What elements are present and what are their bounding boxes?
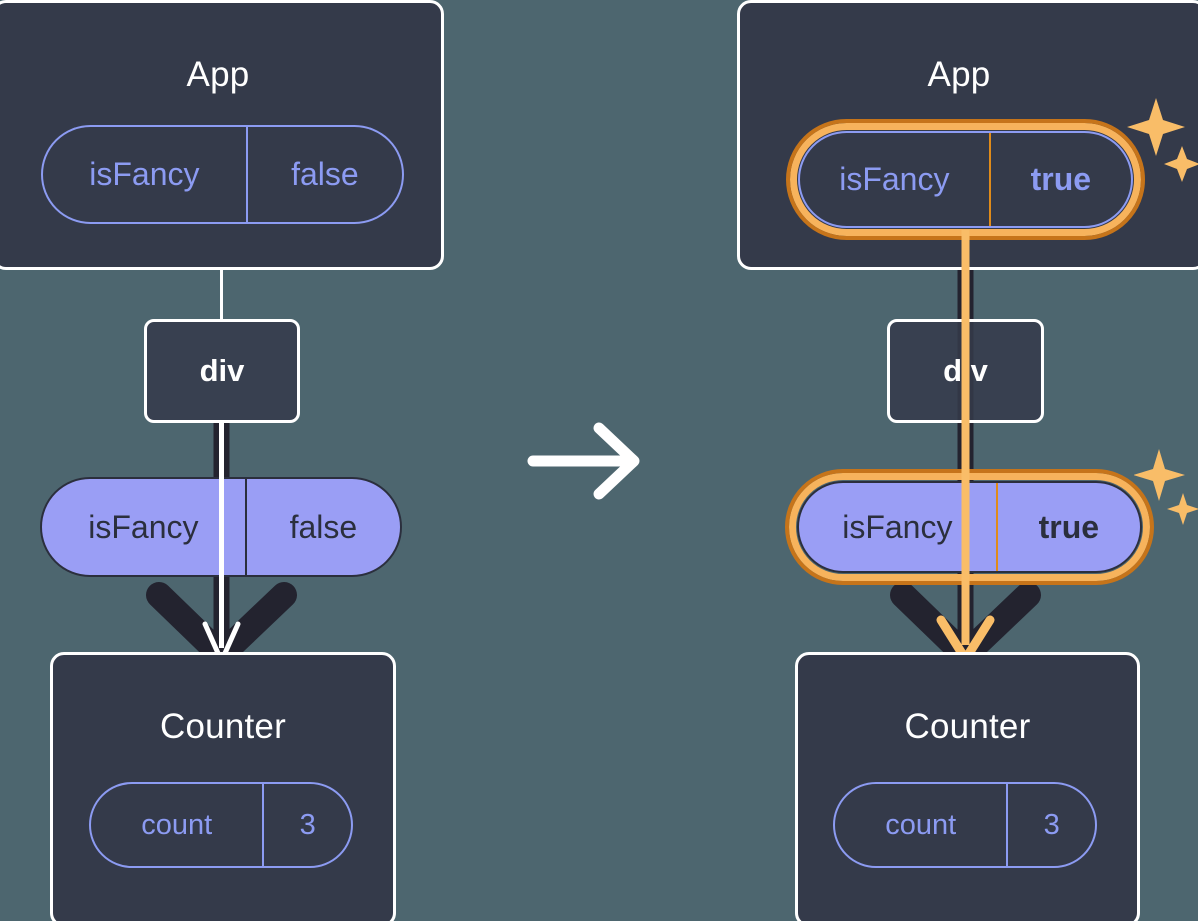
app-state-value-after: true: [988, 133, 1131, 226]
counter-state-key-after: count: [885, 808, 957, 841]
prop-key-before: isFancy: [88, 508, 199, 545]
prop-value-after: true: [995, 483, 1140, 571]
app-title-after: App: [927, 55, 991, 94]
counter-state-pill-before: count 3: [89, 782, 353, 868]
counter-state-value-before: 3: [262, 784, 351, 866]
prop-key-after: isFancy: [842, 508, 953, 545]
app-title-before: App: [186, 55, 250, 94]
app-state-key-after: isFancy: [839, 161, 950, 197]
counter-title-after: Counter: [904, 707, 1031, 746]
app-state-pill-before: isFancy false: [41, 125, 404, 224]
counter-state-value-after: 3: [1006, 784, 1095, 866]
counter-title-before: Counter: [160, 707, 286, 746]
counter-state-key-before: count: [141, 808, 213, 841]
app-state-key-before: isFancy: [89, 156, 200, 192]
app-state-pill-after: isFancy true: [798, 131, 1133, 228]
app-state-value-before: false: [245, 127, 402, 222]
counter-state-pill-after: count 3: [833, 782, 1097, 868]
prop-value-before: false: [244, 479, 400, 575]
